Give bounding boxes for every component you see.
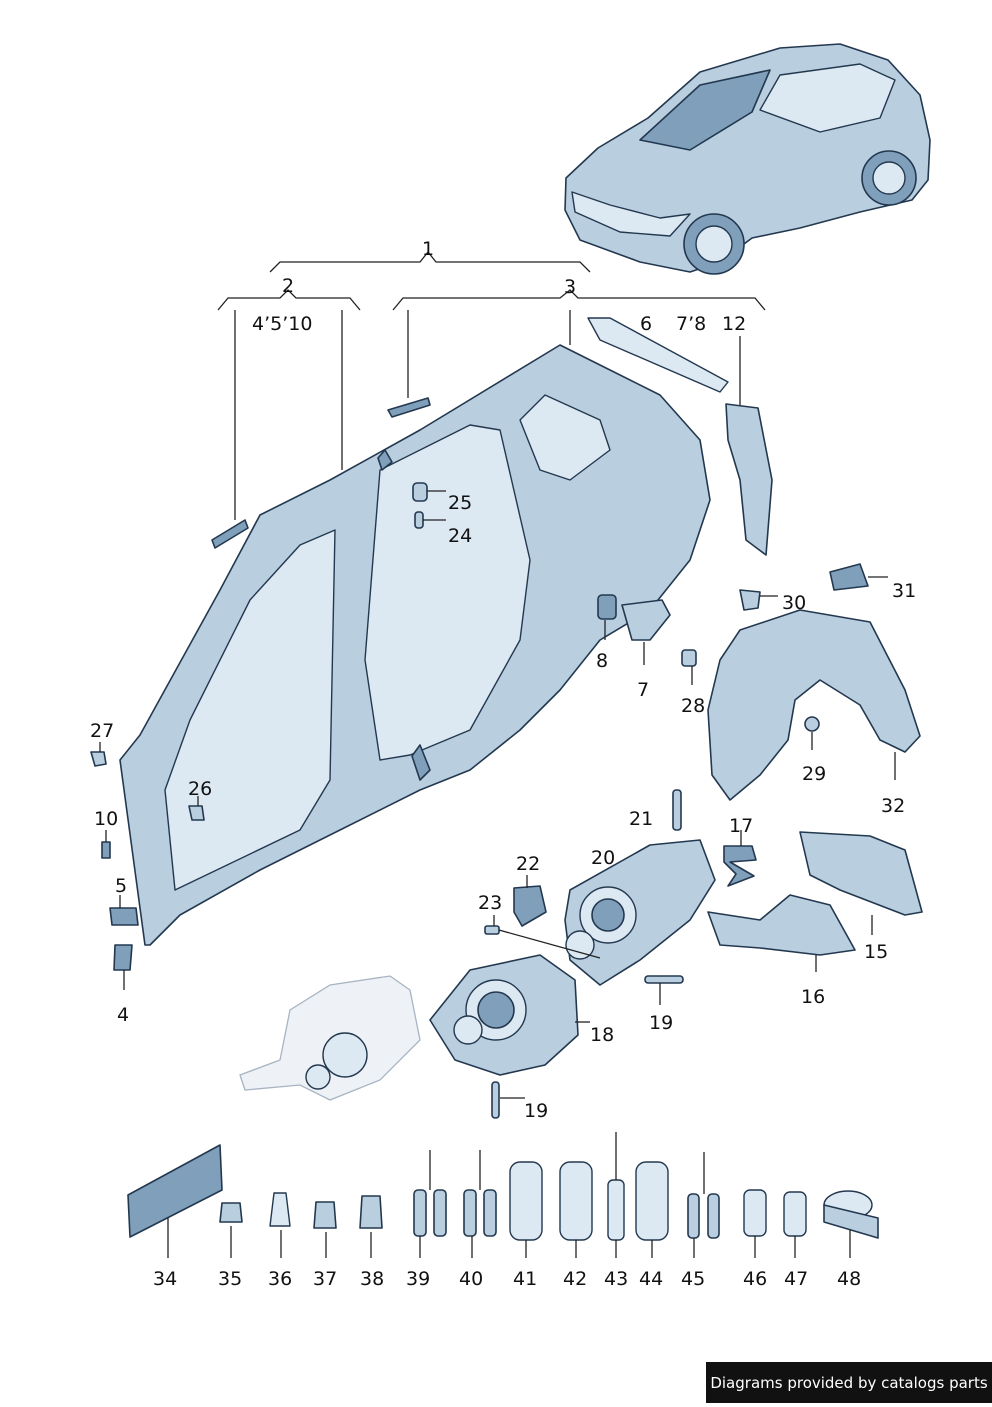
- label-30: 30: [782, 592, 807, 614]
- label-41: 41: [513, 1268, 538, 1290]
- label-36: 36: [268, 1268, 293, 1290]
- label-7: 7: [637, 679, 650, 701]
- label-18: 18: [590, 1024, 615, 1046]
- label-22: 22: [516, 853, 541, 875]
- label-17: 17: [729, 815, 754, 837]
- label-16: 16: [801, 986, 826, 1008]
- label-35: 35: [218, 1268, 243, 1290]
- label-47: 47: [784, 1268, 809, 1290]
- label-40: 40: [459, 1268, 484, 1290]
- label-7-8: 7’8: [676, 313, 707, 335]
- label-19-upper: 19: [649, 1012, 674, 1034]
- part-12-bracket: [725, 403, 773, 556]
- label-25: 25: [448, 492, 473, 514]
- label-10: 10: [94, 808, 119, 830]
- label-15: 15: [864, 941, 889, 963]
- label-24: 24: [448, 525, 473, 547]
- label-32: 32: [881, 795, 906, 817]
- parts-7-8: [597, 594, 671, 665]
- clips-28-29-30-31: [681, 563, 888, 750]
- label-45: 45: [681, 1268, 706, 1290]
- label-2: 2: [282, 275, 295, 297]
- label-3: 3: [564, 276, 577, 298]
- label-5: 5: [115, 875, 128, 897]
- label-12: 12: [722, 313, 747, 335]
- label-37: 37: [313, 1268, 338, 1290]
- group-brackets: [217, 250, 766, 520]
- label-1: 1: [422, 238, 435, 260]
- label-28: 28: [681, 695, 706, 717]
- label-6: 6: [640, 313, 653, 335]
- parts-15-16: [707, 831, 923, 972]
- fasteners-24-25: [412, 482, 446, 529]
- label-31: 31: [892, 580, 917, 602]
- part-32-wheel-liner: [707, 609, 921, 801]
- label-43: 43: [604, 1268, 629, 1290]
- side-panel: [119, 344, 711, 946]
- label-4: 4: [117, 1004, 130, 1026]
- label-38: 38: [360, 1268, 385, 1290]
- label-44: 44: [639, 1268, 664, 1290]
- label-26: 26: [188, 778, 213, 800]
- fuel-filler-housing: [484, 789, 757, 1005]
- credit-text: Diagrams provided by catalogs parts: [710, 1373, 988, 1392]
- consumables-row: [127, 1132, 879, 1258]
- vehicle-illustration: [564, 43, 931, 275]
- label-19-lower: 19: [524, 1100, 549, 1122]
- fuel-flap-assembly: [239, 954, 590, 1119]
- part-6-strip: [587, 317, 729, 393]
- credit-footer: Diagrams provided by catalogs parts: [706, 1362, 992, 1403]
- label-34: 34: [153, 1268, 178, 1290]
- label-42: 42: [563, 1268, 588, 1290]
- label-23: 23: [478, 892, 503, 914]
- label-48: 48: [837, 1268, 862, 1290]
- label-46: 46: [743, 1268, 768, 1290]
- label-20: 20: [591, 847, 616, 869]
- label-39: 39: [406, 1268, 431, 1290]
- label-8: 8: [596, 650, 609, 672]
- label-29: 29: [802, 763, 827, 785]
- label-4-5-10: 4’5’10: [252, 313, 313, 335]
- label-21: 21: [629, 808, 654, 830]
- label-27: 27: [90, 720, 115, 742]
- small-parts-left: [90, 742, 205, 990]
